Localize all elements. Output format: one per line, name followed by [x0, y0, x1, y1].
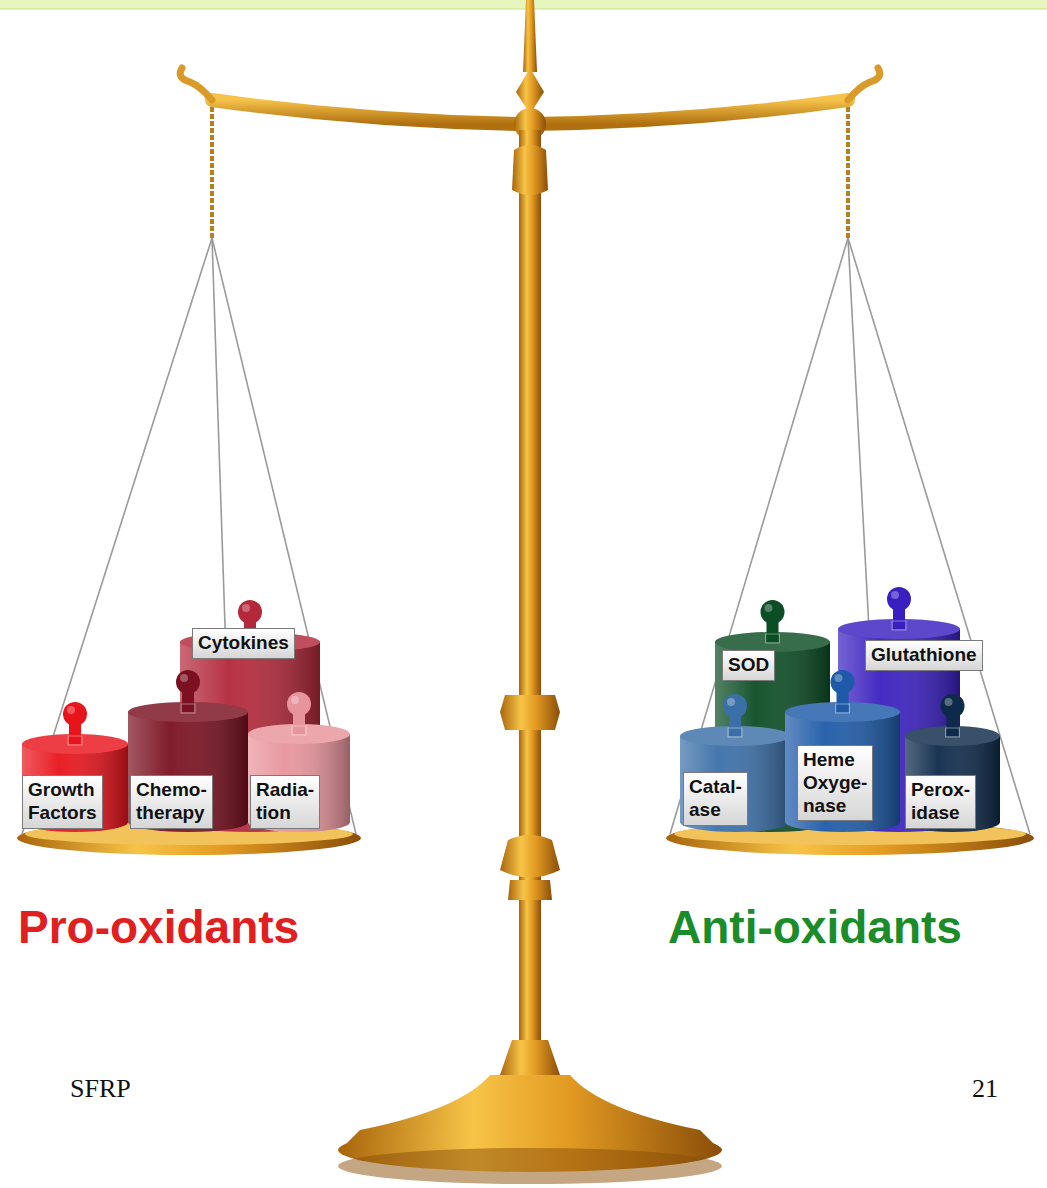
- weight-body: [785, 712, 900, 832]
- post-ring: [500, 695, 560, 730]
- weight-label: SOD: [722, 650, 775, 681]
- weight-knob: [941, 694, 965, 718]
- group-heading: Pro-oxidants: [18, 900, 299, 954]
- weight-handle: [181, 704, 195, 713]
- weight-label: Catal- ase: [683, 772, 748, 826]
- weight-label: Radia- tion: [250, 775, 320, 829]
- weight-label: Glutathione: [865, 640, 983, 671]
- weight-knob: [761, 600, 785, 624]
- weight-body: [128, 712, 248, 832]
- post-collar: [512, 145, 548, 195]
- weight-knob-shine: [891, 591, 899, 599]
- base-shadow: [338, 1148, 722, 1184]
- weight-knob: [238, 600, 262, 624]
- weight: Heme Oxyge- nase: [785, 668, 900, 832]
- base-neck: [500, 1040, 560, 1075]
- weight-knob-shine: [67, 706, 75, 714]
- weight-knob: [723, 694, 747, 718]
- weight-handle: [728, 728, 742, 737]
- weight-knob: [887, 587, 911, 611]
- weight-body: [680, 736, 790, 832]
- finial-knob: [516, 68, 544, 114]
- weight-label: Cytokines: [192, 628, 295, 659]
- beam-hook: [848, 68, 880, 100]
- weight: Catal- ase: [680, 692, 790, 832]
- weight-knob-shine: [835, 674, 843, 682]
- page-number: 21: [972, 1074, 998, 1104]
- weight-knob: [287, 692, 311, 716]
- weight-knob-shine: [291, 696, 299, 704]
- weight-shading: [128, 712, 248, 832]
- weight-knob-shine: [727, 698, 735, 706]
- weight-shading: [22, 744, 128, 832]
- weight: Chemo- therapy: [128, 668, 248, 832]
- weight-knob-shine: [765, 604, 773, 612]
- weight-knob: [831, 670, 855, 694]
- weight-handle: [68, 736, 82, 745]
- weight-knob-shine: [945, 698, 953, 706]
- post: [519, 130, 541, 1090]
- weight: Perox- idase: [905, 692, 1000, 832]
- weight-label: Growth Factors: [22, 775, 103, 829]
- weight-handle: [836, 704, 850, 713]
- weight-knob: [63, 702, 87, 726]
- beam-hook: [180, 68, 212, 100]
- weight-label: Perox- idase: [905, 775, 976, 829]
- header-strip: [0, 0, 1047, 9]
- post-collar: [508, 880, 552, 900]
- header-rule: [0, 9, 1047, 10]
- weight-label: Heme Oxyge- nase: [797, 745, 873, 821]
- weight-handle: [766, 634, 780, 643]
- weight-shading: [680, 736, 790, 832]
- weight-knob-shine: [180, 674, 188, 682]
- group-heading: Anti-oxidants: [668, 900, 962, 954]
- weight-body: [22, 744, 128, 832]
- weight-shading: [248, 734, 350, 832]
- weight: Radia- tion: [248, 690, 350, 832]
- weight-shading: [785, 712, 900, 832]
- weight-knob: [176, 670, 200, 694]
- weight-handle: [292, 726, 306, 735]
- weight: Growth Factors: [22, 700, 128, 832]
- post-collar: [500, 835, 560, 878]
- weight-label: Chemo- therapy: [130, 775, 213, 829]
- weight-body: [905, 736, 1000, 832]
- weight-knob-shine: [242, 604, 250, 612]
- finial: [523, 0, 537, 72]
- footer-note: SFRP: [70, 1074, 131, 1104]
- weight-body: [248, 734, 350, 832]
- weight-handle: [892, 621, 906, 630]
- weight-handle: [946, 728, 960, 737]
- weight-shading: [905, 736, 1000, 832]
